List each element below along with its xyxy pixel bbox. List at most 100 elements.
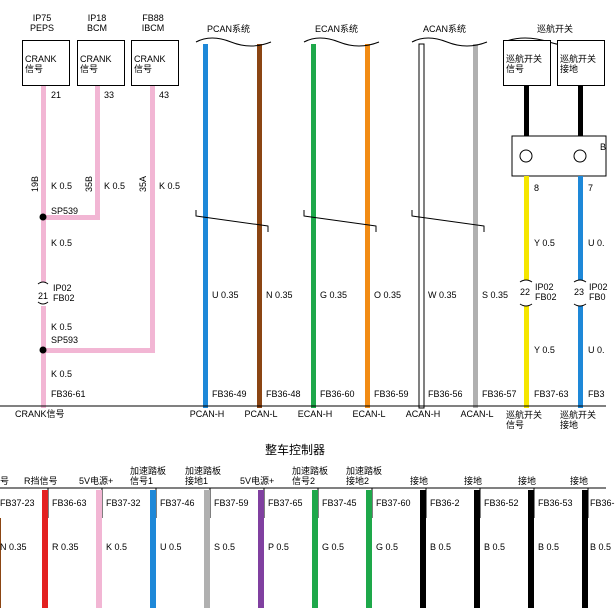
ecu-bcm-box: CRANK 信号: [77, 40, 125, 86]
ecan-wave: [303, 37, 380, 47]
cruise-signal-label-1: Y 0.5: [534, 238, 555, 248]
acan-h-terminal: FB36-56: [428, 389, 463, 399]
controller-title: 整车控制器: [265, 443, 326, 457]
cruise-signal-terminal: FB37-63: [534, 389, 569, 399]
pcan-l-label: N 0.35: [266, 290, 293, 300]
crank-wires: [37, 86, 155, 408]
bottom-signal-5-terminal: FB37-65: [268, 498, 303, 508]
cruise-pin-7: 7: [588, 183, 594, 193]
bottom-signal-0-name: 号: [0, 476, 10, 486]
branch-id-35a: 35A: [138, 175, 148, 192]
cruise-ground-label-1: U 0.: [588, 238, 605, 248]
cruise-title: 巡航开关: [537, 24, 574, 34]
acan-h-label: W 0.35: [428, 290, 457, 300]
bcm-pin: 33: [104, 90, 115, 100]
crank-connector-ip02: IP02: [53, 283, 72, 293]
bottom-signal-7-terminal: FB37-60: [376, 498, 411, 508]
acan-wave: [411, 37, 488, 47]
splice-sp539: SP539: [51, 206, 79, 216]
cruise-connector-ip02: IP02: [535, 282, 554, 292]
bottom-signal-9-name: 接地: [464, 476, 483, 486]
bottom-signal-7-label: G 0.5: [376, 542, 399, 552]
bottom-signal-2-name: 5V电源+: [79, 476, 114, 486]
cruise-connector-pin-23: 23: [574, 287, 585, 297]
cruise-ground-name: 巡航开关 接地: [560, 410, 597, 430]
bottom-wire-11: [582, 490, 588, 608]
crank-connector-fb02: FB02: [53, 293, 75, 303]
bottom-signal-1-label: R 0.35: [52, 542, 79, 552]
bottom-wire-8: [420, 490, 426, 608]
pcan-l-wire: [257, 44, 262, 408]
pcan-h-wire: [203, 44, 208, 408]
bottom-wire-0: [0, 518, 1, 608]
ecan-title: ECAN系统: [315, 24, 359, 34]
bottom-signal-3-name: 加速踏板 信号1: [130, 466, 167, 486]
crank-terminal: FB36-61: [51, 389, 86, 399]
cruise-signal-label-2: Y 0.5: [534, 345, 555, 355]
bottom-wire-1: [42, 490, 48, 608]
cruise-wires: [503, 37, 607, 408]
peps-pin: 21: [51, 90, 62, 100]
pcan-title: PCAN系统: [207, 24, 251, 34]
bottom-signal-11-label: B 0.5: [590, 542, 612, 552]
acan-l-signal: ACAN-L: [460, 409, 494, 419]
cruise-signal-name: 巡航开关 信号: [506, 410, 543, 430]
bottom-wire-9: [474, 490, 480, 608]
bottom-signal-11-terminal: FB36-: [590, 498, 615, 508]
bottom-signal-2-label: K 0.5: [106, 542, 128, 552]
cruise-side-letter: B: [600, 142, 607, 152]
ecan-l-wire: [365, 44, 370, 408]
cruise-connector-ip02-2: IP02: [589, 282, 608, 292]
acan-h-signal: ACAN-H: [405, 409, 441, 419]
bottom-signal-0-terminal: FB37-23: [0, 498, 35, 508]
bottom-signal-3-terminal: FB37-46: [160, 498, 195, 508]
bottom-signal-8-name: 接地: [410, 476, 429, 486]
bottom-signal-2-terminal: FB37-32: [106, 498, 141, 508]
bottom-signal-9-label: B 0.5: [484, 542, 506, 552]
ecan-l-terminal: FB36-59: [374, 389, 409, 399]
cruise-signal-box-label: 巡航开关 信号: [506, 54, 543, 74]
crank-mid-label: K 0.5: [51, 238, 73, 248]
cruise-connector-gap2: [574, 280, 588, 306]
cruise-switch-knob2: [573, 149, 587, 163]
bottom-signal-5-label: P 0.5: [268, 542, 289, 552]
cruise-signal-wire-black: [524, 86, 529, 136]
bottom-signal-11-name: 接地: [570, 476, 589, 486]
bottom-signal-7-name: 加速踏板 接地2: [346, 466, 383, 486]
crank-after-connector-label: K 0.5: [51, 322, 73, 332]
crank-wire-bcm-join: [41, 215, 100, 220]
bottom-signal-1-terminal: FB36-63: [52, 498, 87, 508]
ecu-ibcm-box: CRANK 信号: [131, 40, 179, 86]
bottom-wire-6: [312, 490, 318, 608]
ecan-h-terminal: FB36-60: [320, 389, 355, 399]
ecu-ibcm-name: IBCM: [141, 23, 165, 33]
ecan-l-signal: ECAN-L: [352, 409, 386, 419]
crank-wire-bcm: [95, 86, 100, 220]
cruise-connector-fb02: FB02: [535, 292, 557, 302]
bottom-signal-1-name: R挡信号: [24, 476, 58, 486]
bottom-wire-4: [204, 490, 210, 608]
pcan-h-signal: PCAN-H: [189, 409, 225, 419]
acan-l-label: S 0.35: [482, 290, 509, 300]
pcan-l-signal: PCAN-L: [244, 409, 278, 419]
acan-title: ACAN系统: [423, 24, 467, 34]
ecan-h-label: G 0.35: [320, 290, 348, 300]
bottom-wire-3: [150, 490, 156, 608]
acan-l-wire: [473, 44, 478, 408]
ecan-l-label: O 0.35: [374, 290, 402, 300]
ecu-peps-name: PEPS: [29, 23, 54, 33]
cruise-ground-box-label: 巡航开关 接地: [560, 54, 597, 74]
ecu-peps-box: CRANK 信号: [22, 40, 70, 86]
cruise-connector-gap1: [520, 280, 534, 306]
splice-sp593: SP593: [51, 335, 79, 345]
ecu-bcm-box-label: CRANK 信号: [80, 54, 112, 74]
bottom-signal-6-terminal: FB37-45: [322, 498, 357, 508]
pcan-h-label: U 0.35: [212, 290, 239, 300]
crank-wire-ibcm: [150, 86, 155, 353]
pcan-l-terminal: FB36-48: [266, 389, 301, 399]
pcan-h-terminal: FB36-49: [212, 389, 247, 399]
pcan-wave: [195, 37, 272, 47]
bottom-signal-3-label: U 0.5: [160, 542, 182, 552]
ecu-bcm-name: BCM: [87, 23, 107, 33]
